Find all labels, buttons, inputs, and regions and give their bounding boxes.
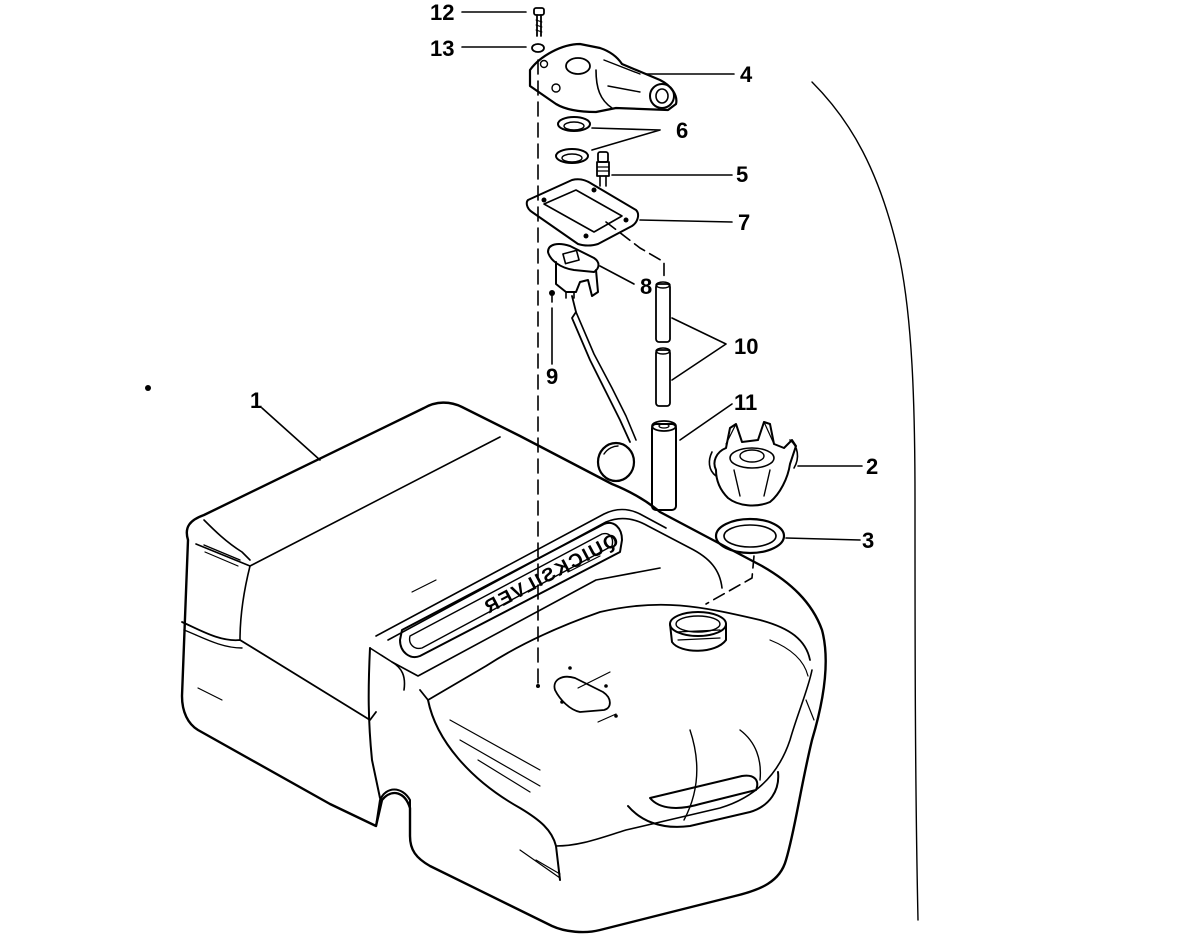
callout-1: 1 — [250, 388, 262, 413]
part-6-seals — [555, 116, 591, 164]
callout-4: 4 — [740, 62, 753, 87]
part-12-screw — [533, 7, 545, 37]
callout-3: 3 — [862, 528, 874, 553]
callout-13: 13 — [430, 36, 454, 61]
stray-mark — [145, 385, 151, 391]
part-4-fitting — [528, 42, 678, 114]
alignment-line-filler — [705, 555, 755, 605]
part-13-lockwasher — [531, 43, 545, 53]
callout-12: 12 — [430, 0, 454, 25]
alignment-line-pickup — [605, 221, 665, 277]
callout-2: 2 — [866, 454, 878, 479]
part-3-seal — [714, 517, 786, 555]
fuel-tank — [180, 401, 827, 934]
callout-7: 7 — [738, 210, 750, 235]
part-11-filter — [651, 420, 677, 511]
part-2-filler-cap — [708, 421, 799, 507]
callout-9: 9 — [546, 364, 558, 389]
part-5-fitting — [596, 151, 610, 187]
callout-10: 10 — [734, 334, 758, 359]
part-7-gasket — [525, 178, 640, 247]
callout-6: 6 — [676, 118, 688, 143]
leader-lines — [261, 11, 863, 541]
callout-5: 5 — [736, 162, 748, 187]
part-9-screw — [549, 290, 555, 303]
part-8-sender — [547, 243, 637, 483]
border-curve — [811, 81, 919, 921]
callout-11: 11 — [734, 390, 757, 415]
quicksilver-badge: QUICKSILVER — [399, 522, 623, 658]
part-10-tubes — [655, 281, 671, 407]
callout-8: 8 — [640, 274, 652, 299]
